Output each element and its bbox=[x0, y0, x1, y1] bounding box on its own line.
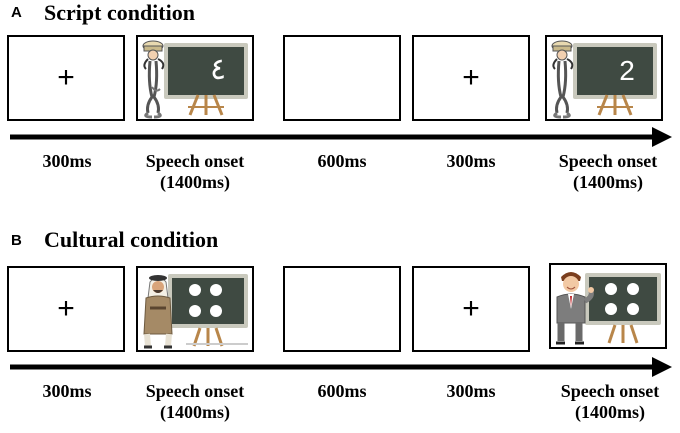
fixation-cross: + bbox=[462, 292, 480, 325]
blackboard bbox=[168, 47, 244, 95]
stimulus-frame: 2 bbox=[545, 35, 663, 121]
fixation-cross: + bbox=[57, 61, 75, 94]
fixation-cross: + bbox=[462, 61, 480, 94]
panel-b-letter: B bbox=[11, 232, 22, 249]
stimulus-frame bbox=[136, 266, 254, 352]
duration-label: 300ms bbox=[446, 381, 496, 401]
arab-man-teacher-illustration bbox=[143, 274, 248, 349]
fixation-frame: + bbox=[412, 266, 530, 352]
blank-frame bbox=[283, 266, 401, 352]
fixation-cross: + bbox=[57, 292, 75, 325]
timeline-arrow bbox=[10, 127, 672, 147]
duration-label: 300ms bbox=[42, 381, 92, 401]
board-digit: 2 bbox=[619, 55, 635, 86]
dot bbox=[189, 284, 201, 296]
dot bbox=[189, 305, 201, 317]
timeline-arrow bbox=[10, 357, 672, 377]
arab-man-character bbox=[143, 275, 173, 349]
dot bbox=[627, 303, 639, 315]
chef-character bbox=[142, 40, 165, 119]
chef-teacher-illustration bbox=[142, 40, 248, 119]
stimulus-frame bbox=[549, 263, 667, 349]
fixation-frame: + bbox=[412, 35, 530, 121]
duration-label: Speech onset(1400ms) bbox=[558, 151, 658, 192]
dot bbox=[210, 284, 222, 296]
duration-label: Speech onset(1400ms) bbox=[145, 381, 245, 422]
duration-label: Speech onset(1400ms) bbox=[560, 381, 660, 422]
blank-frame bbox=[283, 35, 401, 121]
dot bbox=[605, 283, 617, 295]
businessman-character bbox=[556, 272, 594, 345]
fixation-frame: + bbox=[7, 266, 125, 352]
dot bbox=[210, 305, 222, 317]
stimulus-frame: ٤ bbox=[136, 35, 254, 121]
panel-a-title: Script condition bbox=[44, 0, 195, 25]
chef-character bbox=[551, 40, 574, 119]
fixation-frame: + bbox=[7, 35, 125, 121]
board-digit: ٤ bbox=[209, 52, 227, 87]
duration-label: 300ms bbox=[446, 151, 496, 171]
chef-teacher-illustration bbox=[551, 40, 657, 119]
dot bbox=[627, 283, 639, 295]
panel-b-title: Cultural condition bbox=[44, 227, 219, 252]
duration-label: 300ms bbox=[42, 151, 92, 171]
duration-label: 600ms bbox=[317, 381, 367, 401]
dot bbox=[605, 303, 617, 315]
duration-label: 600ms bbox=[317, 151, 367, 171]
panel-a-letter: A bbox=[11, 4, 22, 21]
businessman-teacher-illustration bbox=[556, 272, 661, 345]
duration-label: Speech onset(1400ms) bbox=[145, 151, 245, 192]
